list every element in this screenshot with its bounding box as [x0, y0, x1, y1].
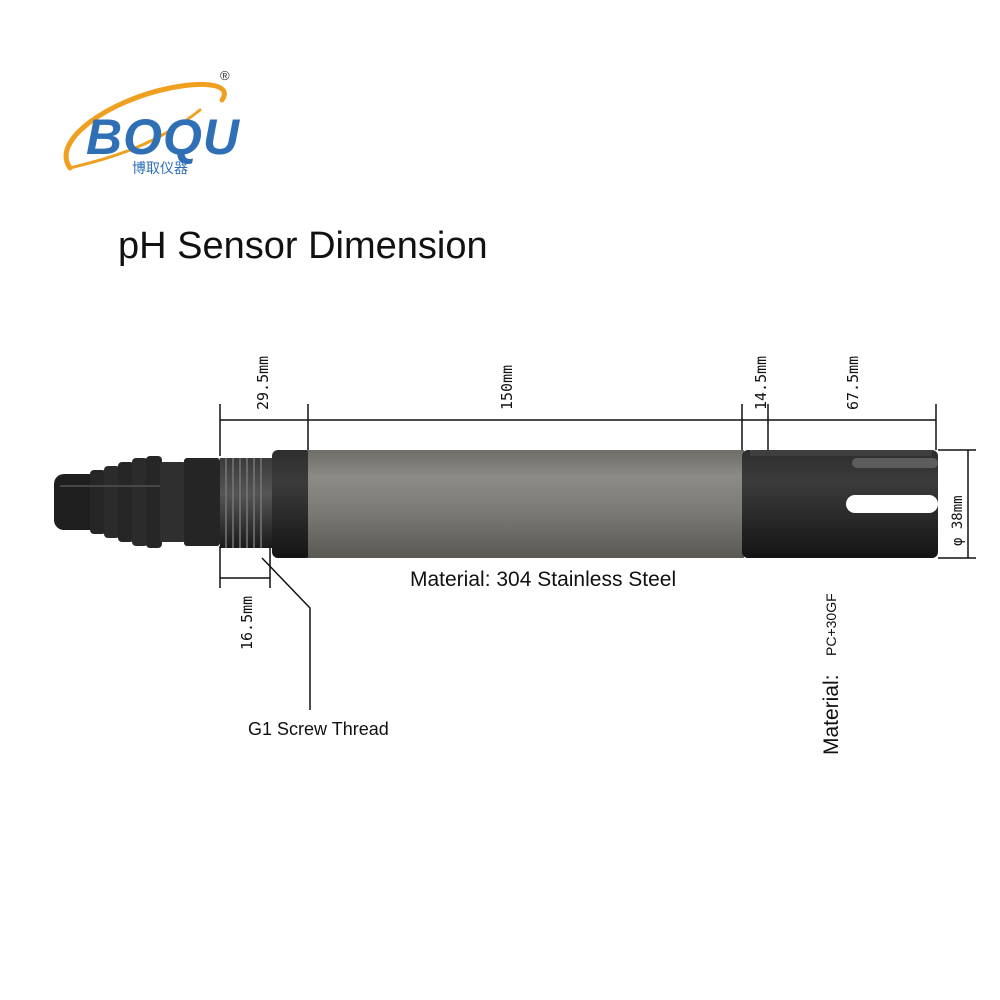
dim-thread-length: 16.5mm: [238, 596, 256, 650]
steel-material-label: Material: 304 Stainless Steel: [410, 568, 676, 591]
stainless-steel-body: [308, 450, 744, 558]
guard-slot: [846, 495, 938, 513]
top-dimension-lines: [219, 404, 937, 456]
thread-label: G1 Screw Thread: [248, 719, 389, 739]
dim-probe-guard: 67.5mm: [844, 356, 862, 410]
g1-screw-thread: [220, 458, 272, 548]
dim-diameter: φ 38mm: [950, 495, 966, 546]
dim-middle-step: 14.5mm: [752, 356, 770, 410]
dim-steel-body: 150mm: [498, 365, 516, 410]
dim-cable-gland: 29.5mm: [254, 356, 272, 410]
guard-material-label: Material:: [820, 674, 843, 755]
boqu-logo: BOQU ® 博取仪器: [63, 68, 241, 177]
guard-material-value: PC+30GF: [823, 593, 839, 656]
probe-guard: [742, 450, 938, 558]
thread-dimension-lines: [219, 546, 271, 588]
page-title: pH Sensor Dimension: [118, 225, 488, 267]
diameter-dimension-lines: [938, 449, 976, 559]
registered-mark: ®: [220, 68, 230, 83]
cable-strain-relief: [54, 456, 220, 548]
ph-sensor: [54, 450, 938, 558]
logo-orbit-arc-lower: [68, 108, 202, 170]
logo-subtitle-cn: 博取仪器: [132, 160, 188, 177]
logo-brand-text: BOQU: [86, 109, 241, 165]
guard-slot-upper: [852, 458, 938, 468]
thread-leader-line: [261, 557, 311, 710]
logo-orbit-arc: [63, 81, 227, 171]
dark-collar: [272, 450, 312, 558]
